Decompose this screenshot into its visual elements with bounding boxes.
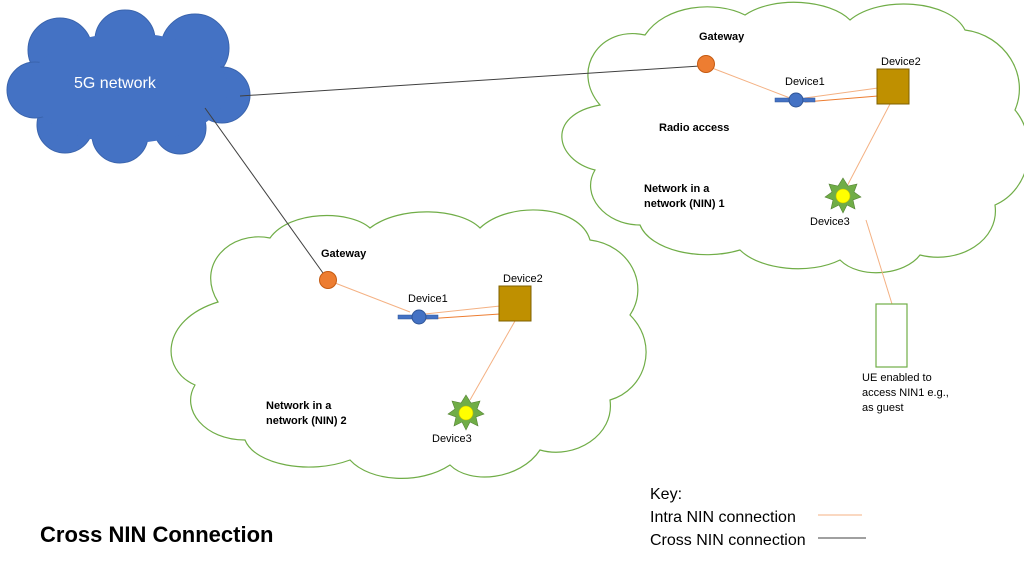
- intra-line-gw2-device1: [334, 282, 411, 313]
- sun-device-icon: [824, 177, 862, 214]
- nin2-gateway-label: Gateway: [321, 248, 367, 260]
- nin1-name-line2: network (NIN) 1: [644, 198, 725, 210]
- nin1-device1-label: Device1: [785, 76, 825, 88]
- ue-caption: UE enabled to access NIN1 e.g., as guest: [862, 371, 949, 416]
- nin1-device2-label: Device2: [881, 56, 921, 68]
- nin2-device1-label: Device1: [408, 293, 448, 305]
- intra-line-device1-device2-b: [804, 95, 879, 103]
- nin2-name-line1: Network in a: [266, 400, 332, 412]
- cloud-nin2: [170, 209, 647, 479]
- cloud-5g-network: [6, 9, 251, 164]
- cloud-nin1: [561, 1, 1024, 274]
- nin2-name-line2: network (NIN) 2: [266, 415, 347, 427]
- key-legend: Key: Intra NIN connection Cross NIN conn…: [650, 483, 806, 552]
- nin1-device3-label: Device3: [810, 216, 850, 228]
- ue-device-icon: [875, 303, 908, 368]
- cross-line-5g-to-gateway2: [204, 107, 324, 274]
- intra-line-device3-ue: [865, 219, 893, 305]
- intra-line-device2-device3: [844, 103, 891, 191]
- page-title: Cross NIN Connection: [40, 522, 274, 547]
- square-device-icon: [876, 68, 910, 105]
- cross-line-5g-to-gateway1: [239, 65, 701, 97]
- intra-line-gw1-device1: [711, 67, 791, 99]
- nin1-name-line1: Network in a: [644, 183, 710, 195]
- cloud-5g-label: 5G network: [74, 75, 156, 92]
- ue-caption-line3: as guest: [862, 402, 904, 414]
- nin2-device3-label: Device3: [432, 433, 472, 445]
- nin1-name-label: Network in a network (NIN) 1: [644, 182, 725, 212]
- ue-caption-line2: access NIN1 e.g.,: [862, 387, 949, 399]
- intra-line-device2-device3: [469, 320, 516, 401]
- nin2-device2-label: Device2: [503, 273, 543, 285]
- satellite-device-icon: [774, 92, 816, 108]
- nin1-gateway-label: Gateway: [699, 31, 745, 43]
- square-device-icon: [498, 285, 532, 322]
- key-cross-label: Cross NIN connection: [650, 532, 806, 549]
- ue-caption-line1: UE enabled to: [862, 372, 932, 384]
- gateway-node-icon: [697, 55, 715, 73]
- intra-line-device1-device2-a: [804, 87, 879, 99]
- satellite-device-icon: [397, 309, 439, 325]
- nin2-name-label: Network in a network (NIN) 2: [266, 399, 347, 429]
- key-heading: Key:: [650, 486, 683, 503]
- gateway-node-icon: [319, 271, 337, 289]
- key-intra-label: Intra NIN connection: [650, 509, 796, 526]
- nin1-radio-label: Radio access: [659, 122, 730, 134]
- intra-line-device1-device2-a: [424, 305, 501, 315]
- sun-device-icon: [447, 394, 485, 431]
